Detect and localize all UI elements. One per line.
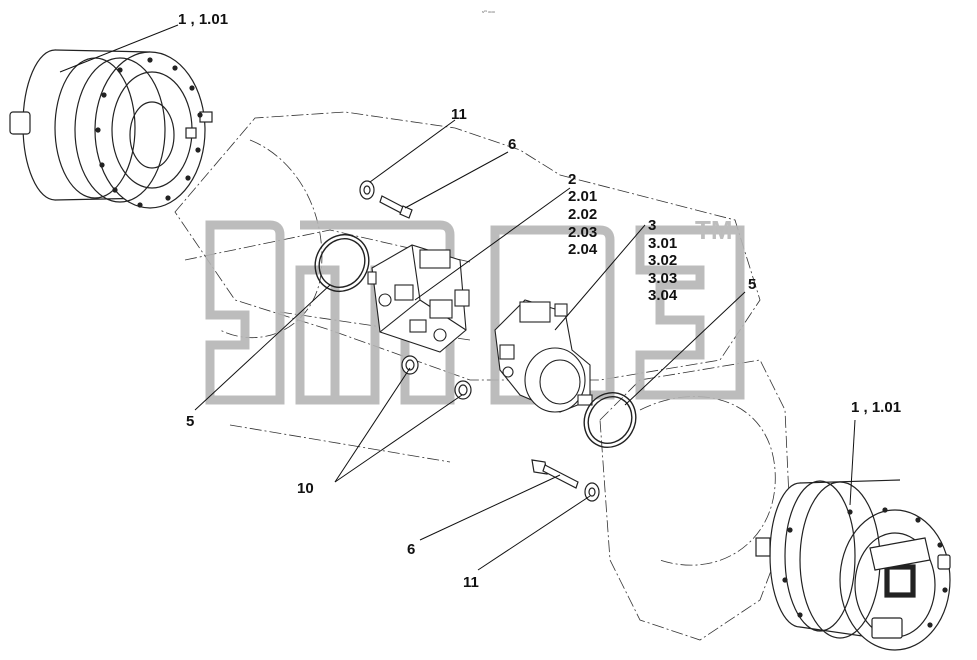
frame-outline-upper xyxy=(174,111,761,381)
callout-final-drive-bottom: 1 , 1.01 xyxy=(851,399,902,416)
final-drive-top xyxy=(9,49,213,209)
callout-motor-3-04: 3.04 xyxy=(648,287,678,304)
callout-washer-bottom: 11 xyxy=(463,574,479,591)
callout-motor-3: 3 xyxy=(648,217,657,234)
leader-lines xyxy=(59,24,856,571)
o-ring-left xyxy=(314,234,370,292)
callout-o-ring-right: 5 xyxy=(748,276,757,293)
callout-bolt-bottom: 6 xyxy=(407,541,416,558)
callout-final-drive-top: 1 , 1.01 xyxy=(178,11,229,28)
callout-motor-2-01: 2.01 xyxy=(568,188,598,205)
hydraulic-motor-2 xyxy=(367,244,470,353)
bolts xyxy=(379,195,579,489)
callout-motor-3-03: 3.03 xyxy=(648,270,678,287)
callout-motor-2-02: 2.02 xyxy=(568,206,598,223)
callout-motor-3-02: 3.02 xyxy=(648,252,678,269)
hydraulic-motor-3 xyxy=(494,299,593,413)
callout-o-ring-left: 5 xyxy=(186,413,195,430)
callout-bolt-top: 6 xyxy=(508,136,517,153)
o-ring-right xyxy=(583,392,637,448)
callout-motor-3-01: 3.01 xyxy=(648,235,678,252)
final-drive-bottom xyxy=(755,479,951,651)
callout-motor-2-04: 2.04 xyxy=(568,241,598,258)
callout-seals: 10 xyxy=(297,480,314,497)
trademark-symbol: TM xyxy=(695,215,733,245)
header-mark: s²⁸ ooo xyxy=(482,9,495,14)
callout-motor-2-03: 2.03 xyxy=(568,224,598,241)
callout-motor-2: 2 xyxy=(568,171,577,188)
watermark-logo xyxy=(205,220,745,405)
callout-washer-top: 11 xyxy=(451,106,467,123)
